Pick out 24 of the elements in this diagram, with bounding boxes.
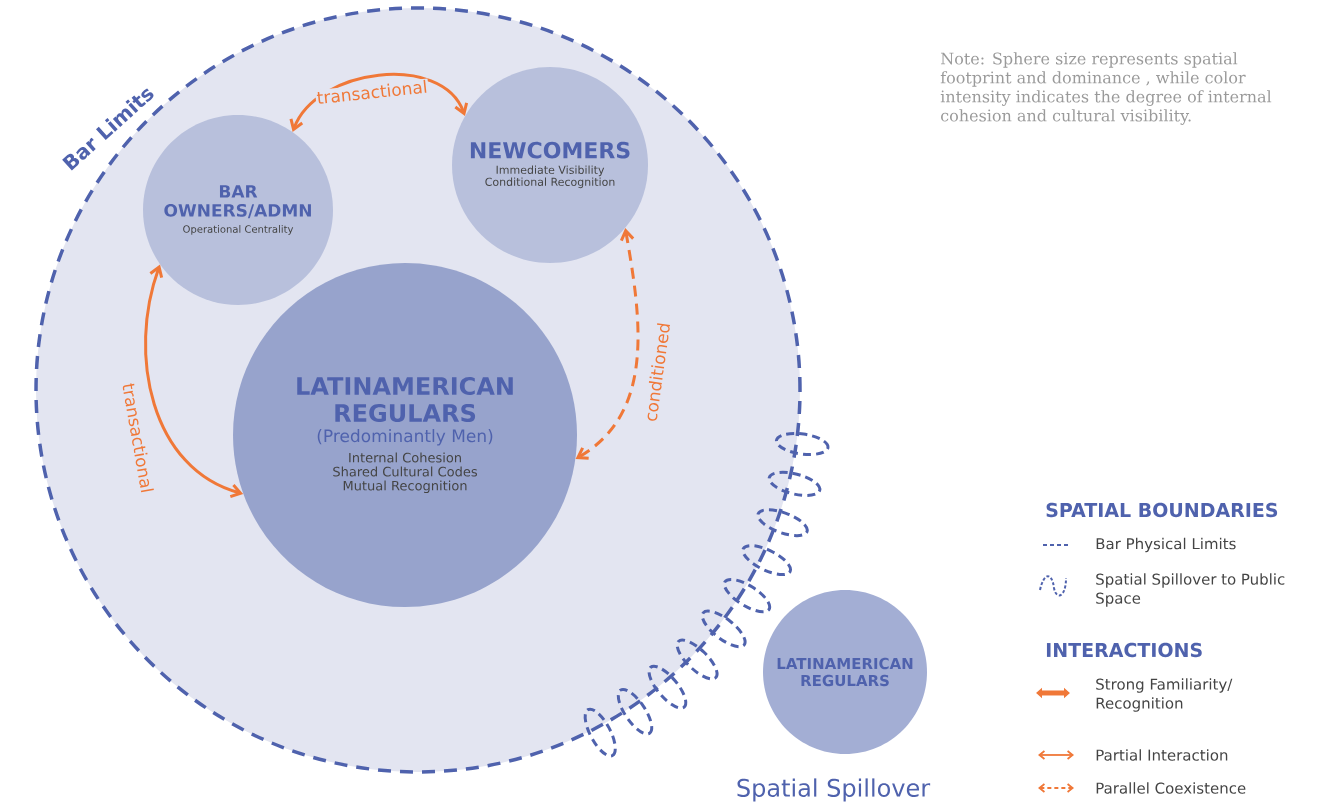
arrow — [575, 228, 640, 460]
note-text: Note: Sphere size represents spatial footprint and dominance , while color intensity indicates the degree of internal cohesion and cultural visibility. — [940, 52, 1272, 125]
group-circle — [233, 263, 577, 607]
node-caption: Spatial Spillover — [737, 778, 931, 802]
node-title: BAR OWNERS/ADMN — [164, 185, 311, 219]
node-description: Operational Centrality — [183, 225, 294, 235]
node-description: Internal Cohesion Shared Cultural Codes Mutual Recognition — [333, 452, 477, 494]
legend-text: Partial Interaction — [1096, 749, 1228, 761]
legend-text: Spatial Spillover to Public Space — [1096, 573, 1285, 607]
node-title: LATINAMERICAN REGULARS — [777, 657, 913, 687]
legend-text: Bar Physical Limits — [1096, 537, 1236, 553]
edge-label: transactional — [316, 79, 427, 104]
arrow — [144, 264, 244, 499]
node-description: Immediate Visibility Conditional Recognition — [485, 165, 615, 189]
node-title: NEWCOMERS — [470, 141, 630, 159]
legend-text: Parallel Coexistence — [1096, 782, 1246, 794]
arrow — [289, 72, 469, 132]
group-circle — [452, 67, 648, 263]
legend-text: Strong Familiarity/ Recognition — [1096, 678, 1233, 712]
node-title: LATINAMERICAN REGULARS — [297, 376, 513, 423]
legend-heading: SPATIAL BOUNDARIES — [1046, 502, 1278, 518]
legend-heading: INTERACTIONS — [1046, 642, 1202, 658]
node-subtitle: (Predominantly Men) — [317, 429, 493, 446]
edge-label: conditioned — [647, 323, 670, 421]
